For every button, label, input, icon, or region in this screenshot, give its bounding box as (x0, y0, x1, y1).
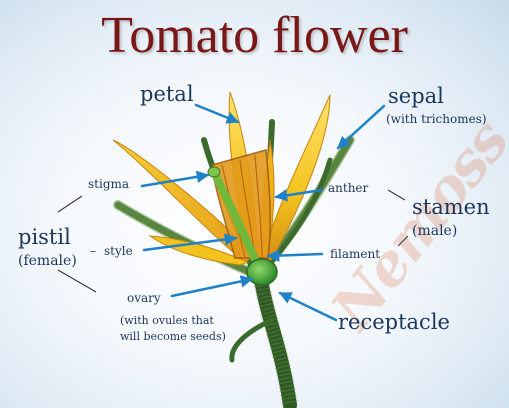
label-stamen: stamen (412, 197, 490, 218)
diagram-title: Tomato flower (0, 10, 509, 62)
label-stigma: stigma (88, 178, 129, 190)
label-style-dash: – (90, 245, 96, 257)
label-ovary-note-1: (with ovules that (120, 314, 214, 328)
arrow-sepal (338, 106, 384, 148)
label-petal: petal (140, 84, 194, 105)
label-filament: filament (330, 248, 380, 260)
label-style: style (104, 245, 133, 257)
label-sepal-note: (with trichomes) (386, 113, 487, 125)
label-anther: anther (328, 182, 368, 194)
leader-pistil-stigma (58, 196, 82, 212)
label-ovary: ovary (127, 292, 161, 304)
label-receptacle: receptacle (338, 312, 450, 333)
label-pistil-note: (female) (18, 254, 77, 268)
leader-stamen-filament (398, 236, 408, 246)
ovary (247, 259, 277, 285)
arrow-receptacle (280, 293, 336, 320)
arrow-ovary (172, 279, 252, 296)
pistil-stigma (208, 167, 220, 177)
label-stamen-note: (male) (412, 224, 457, 238)
label-pistil: pistil (18, 227, 71, 248)
leader-stamen-anther (388, 190, 405, 200)
label-ovary-note-2: will become seeds) (120, 330, 226, 344)
leader-pistil-ovary (58, 270, 96, 292)
label-sepal: sepal (388, 86, 444, 107)
